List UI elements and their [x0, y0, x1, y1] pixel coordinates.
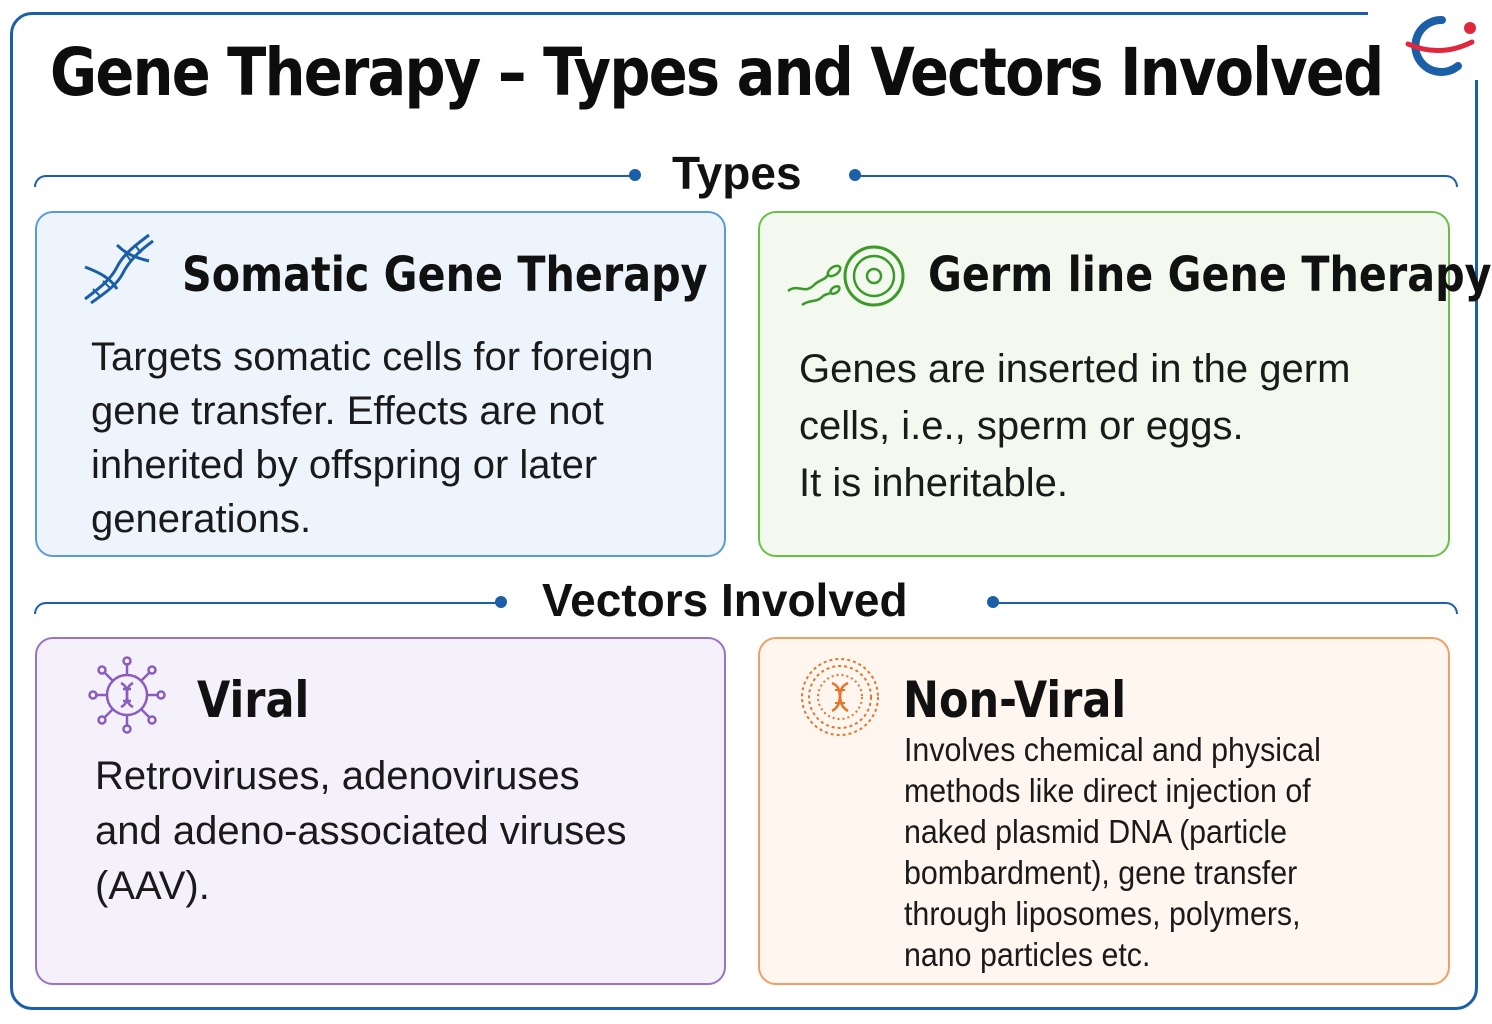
somatic-card-text: Targets somatic cells for foreign gene t… [91, 330, 653, 546]
sperm-egg-icon [787, 245, 905, 307]
viral-text-line: (AAV). [95, 864, 210, 908]
types-divider-dot-left [629, 169, 641, 181]
page-frame [10, 12, 1478, 1010]
nonviral-text-line: Involves chemical and physical [904, 731, 1321, 768]
germline-text-line: cells, i.e., sperm or eggs. [799, 404, 1244, 448]
nonviral-text-line: naked plasmid DNA (particle [904, 813, 1288, 850]
page-title: Gene Therapy – Types and Vectors Involve… [50, 34, 1384, 111]
nonviral-text-line: methods like direct injection of [904, 772, 1311, 809]
types-divider-left [34, 175, 636, 187]
somatic-text-line: Targets somatic cells for foreign [91, 335, 654, 379]
vectors-divider-dot-left [495, 596, 507, 608]
viral-card: Viral Retroviruses, adenoviruses and ade… [35, 637, 726, 985]
germline-card-title: Germ line Gene Therapy [928, 247, 1492, 303]
viral-text-line: and adeno-associated viruses [95, 809, 627, 853]
germline-text-line: Genes are inserted in the germ [799, 347, 1351, 391]
dna-icon [84, 233, 154, 305]
virus-icon [88, 656, 166, 734]
vectors-divider-right [998, 602, 1458, 614]
viral-text-line: Retroviruses, adenoviruses [95, 754, 580, 798]
types-divider-right [860, 175, 1458, 187]
types-divider-dot-right [849, 169, 861, 181]
somatic-card: Somatic Gene Therapy Targets somatic cel… [35, 211, 726, 557]
nonviral-card-title: Non-Viral [903, 671, 1127, 729]
nonviral-text-line: bombardment), gene transfer [904, 854, 1298, 891]
somatic-text-line: generations. [91, 497, 312, 541]
vectors-heading: Vectors Involved [542, 574, 908, 626]
nonviral-card-text: Involves chemical and physical methods l… [904, 729, 1321, 975]
germline-text-line: It is inheritable. [799, 461, 1069, 505]
types-heading: Types [672, 147, 802, 199]
germline-card: Germ line Gene Therapy Genes are inserte… [758, 211, 1492, 557]
vectors-divider-dot-right [987, 596, 999, 608]
nonviral-card: Non-Viral Involves chemical and physical… [758, 637, 1450, 985]
vectors-divider-left [34, 602, 498, 614]
liposome-icon [801, 658, 879, 736]
somatic-text-line: gene transfer. Effects are not [91, 389, 604, 433]
germline-card-text: Genes are inserted in the germ cells, i.… [799, 341, 1350, 512]
nonviral-text-line: nano particles etc. [904, 936, 1151, 973]
viral-card-title: Viral [197, 671, 310, 729]
somatic-text-line: inherited by offspring or later [91, 443, 598, 487]
viral-card-text: Retroviruses, adenoviruses and adeno-ass… [95, 749, 626, 914]
somatic-card-title: Somatic Gene Therapy [182, 247, 708, 303]
brand-logo-icon [1405, 15, 1476, 76]
nonviral-text-line: through liposomes, polymers, [904, 895, 1301, 932]
